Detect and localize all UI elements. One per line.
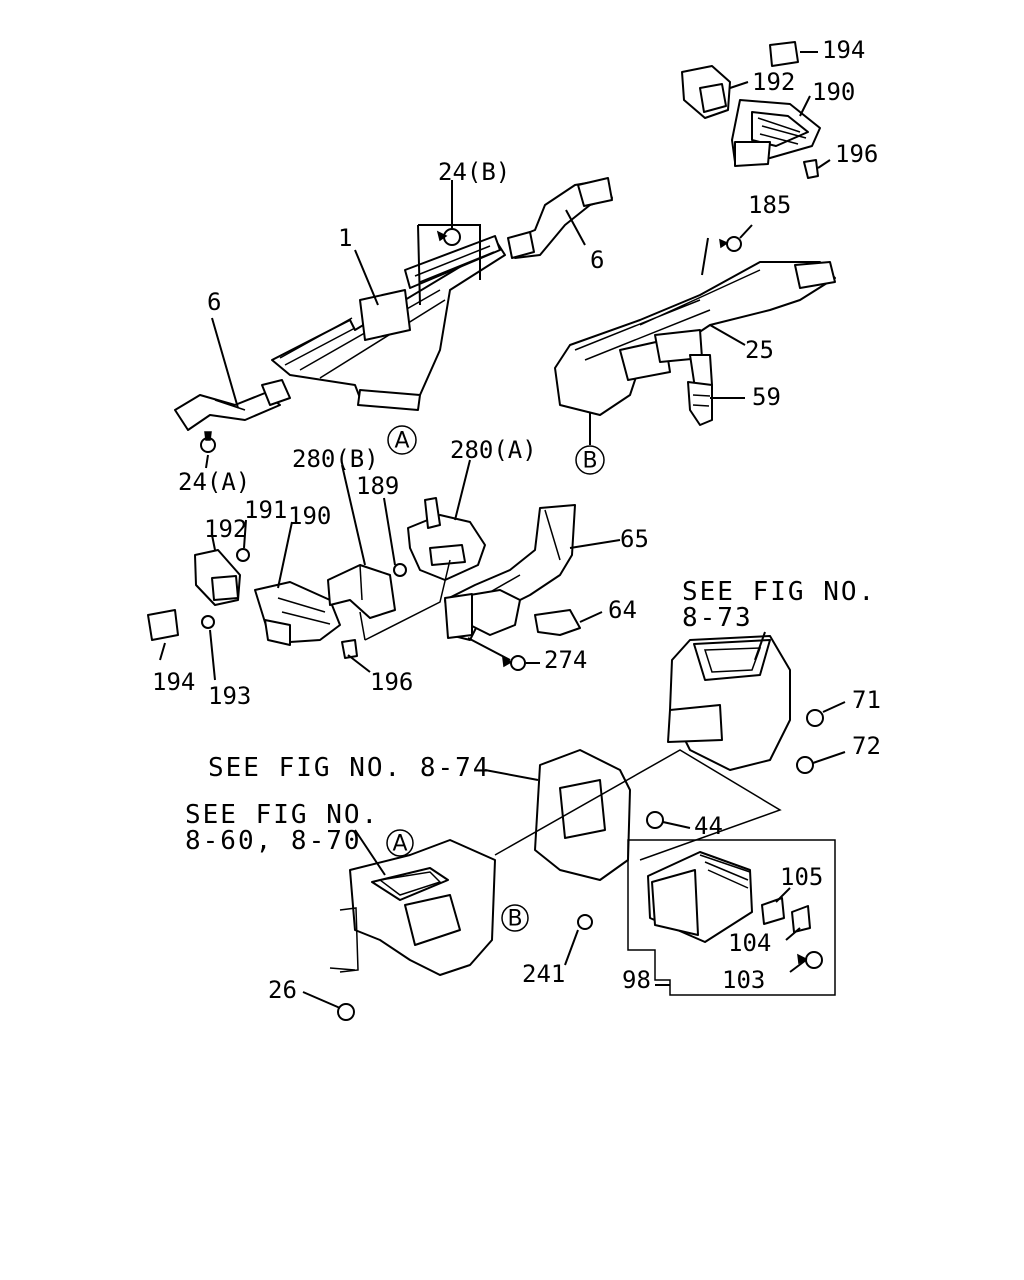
callout-71: 71	[852, 686, 881, 714]
ref-fig-874: SEE FIG NO. 8-74	[208, 753, 490, 783]
ref-fig-873-line1: SEE FIG NO.	[682, 577, 876, 607]
ref-fig-860-line2: 8-60, 8-70	[185, 826, 362, 856]
connector-a-upper: A	[387, 425, 417, 455]
callout-6-right: 6	[590, 246, 604, 274]
callout-190-left: 190	[288, 502, 331, 530]
callout-196-left: 196	[370, 668, 413, 696]
part-callouts: 194 192 190 196 24(B) 185 1 6 6 25 59 24…	[152, 36, 881, 1004]
callout-194-left: 194	[152, 668, 195, 696]
callout-190-top: 190	[812, 78, 855, 106]
callout-65: 65	[620, 525, 649, 553]
callout-25: 25	[745, 336, 774, 364]
connector-a-lower-label: A	[392, 832, 407, 857]
callout-192-top: 192	[752, 68, 795, 96]
callout-72: 72	[852, 732, 881, 760]
callout-274: 274	[544, 646, 587, 674]
connector-b-lower: B	[501, 904, 529, 932]
connector-b-lower-label: B	[507, 907, 522, 932]
callout-241: 241	[522, 960, 565, 988]
callout-59: 59	[752, 383, 781, 411]
callout-103: 103	[722, 966, 765, 994]
callout-105: 105	[780, 863, 823, 891]
blower-unit	[667, 631, 846, 774]
callout-26: 26	[268, 976, 297, 1004]
connector-b-upper-label: B	[582, 449, 597, 474]
ref-fig-860-line1: SEE FIG NO.	[185, 800, 379, 830]
defroster-assembly-left	[147, 459, 486, 681]
heater-unit	[484, 749, 782, 881]
connector-b-upper: B	[575, 445, 605, 475]
callout-1: 1	[338, 224, 352, 252]
callout-24a: 24(A)	[178, 468, 250, 496]
callout-192-left: 192	[204, 515, 247, 543]
air-filter-subassembly	[627, 839, 836, 996]
callout-194-top: 194	[822, 36, 865, 64]
callout-189: 189	[356, 472, 399, 500]
callout-196-top: 196	[835, 140, 878, 168]
callout-280a: 280(A)	[450, 436, 537, 464]
callout-104: 104	[728, 929, 771, 957]
callout-44: 44	[694, 812, 723, 840]
callout-193: 193	[208, 682, 251, 710]
side-duct-assembly	[554, 224, 836, 445]
callout-185: 185	[748, 191, 791, 219]
vent-assembly-top-right	[681, 41, 831, 179]
ref-fig-873-line2: 8-73	[682, 603, 753, 633]
figure-references: SEE FIG NO. 8-73 SEE FIG NO. 8-74 SEE FI…	[185, 577, 876, 856]
callout-98: 98	[622, 966, 651, 994]
callout-24b: 24(B)	[438, 158, 510, 186]
callout-6-left: 6	[207, 288, 221, 316]
center-duct-assembly	[174, 177, 613, 469]
instrument-panel-section	[302, 829, 593, 1021]
connector-a-upper-label: A	[394, 429, 409, 454]
callout-280b: 280(B)	[292, 445, 379, 473]
floor-duct-assembly	[444, 504, 621, 671]
callout-64: 64	[608, 596, 637, 624]
callout-191: 191	[244, 496, 287, 524]
connector-a-lower: A	[386, 829, 414, 857]
